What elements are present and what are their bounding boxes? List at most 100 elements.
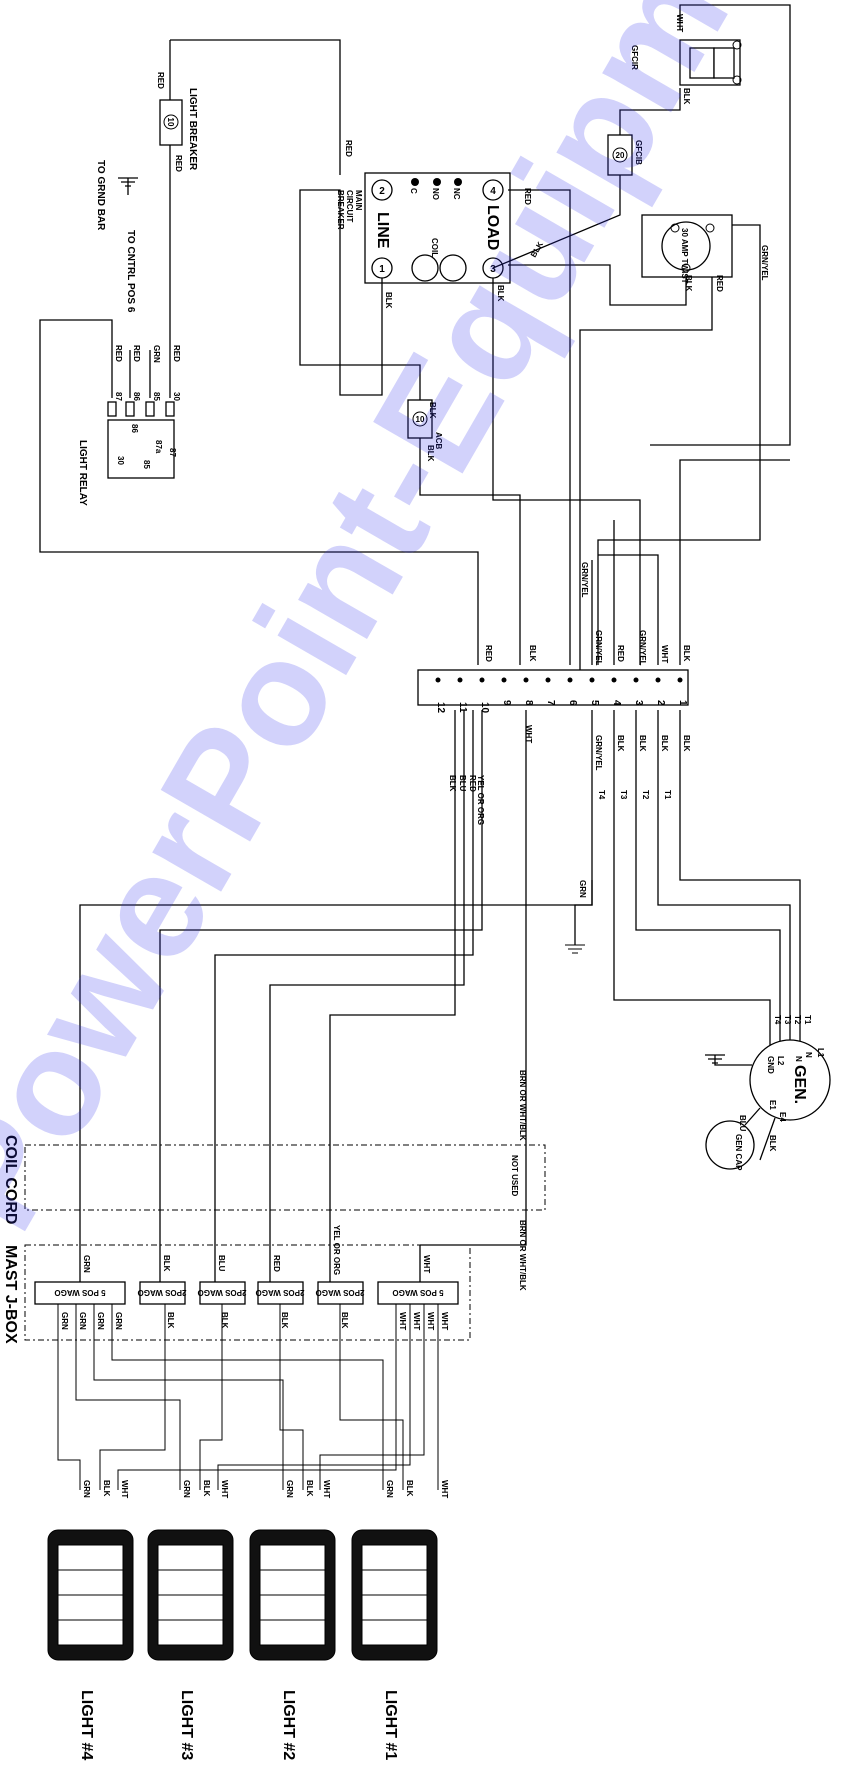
svg-text:GRN/YEL: GRN/YEL <box>580 562 589 598</box>
svg-text:WHT: WHT <box>440 1312 449 1330</box>
svg-text:WHT: WHT <box>220 1480 229 1498</box>
svg-text:BLU: BLU <box>738 1115 747 1132</box>
svg-text:WHT: WHT <box>422 1255 431 1273</box>
svg-text:6: 6 <box>567 700 578 706</box>
svg-text:GFCIR: GFCIR <box>630 45 639 70</box>
svg-text:BLK: BLK <box>682 645 691 662</box>
svg-text:T2: T2 <box>793 1015 802 1025</box>
svg-text:GRN/YEL: GRN/YEL <box>594 735 603 771</box>
svg-text:RED: RED <box>114 345 123 362</box>
svg-text:COIL: COIL <box>430 238 439 257</box>
svg-text:10: 10 <box>166 118 175 127</box>
svg-text:C: C <box>409 188 418 194</box>
svg-text:GRN/YEL: GRN/YEL <box>594 630 603 666</box>
svg-text:BLK: BLK <box>448 775 457 792</box>
svg-text:T1: T1 <box>663 790 672 800</box>
svg-text:WHT: WHT <box>398 1312 407 1330</box>
svg-text:BLK: BLK <box>340 1312 349 1329</box>
svg-text:BLK: BLK <box>616 735 625 752</box>
svg-text:BLU: BLU <box>217 1255 226 1272</box>
svg-text:LIGHT BREAKER: LIGHT BREAKER <box>187 88 198 171</box>
svg-text:BLK: BLK <box>426 445 435 462</box>
svg-text:GRN: GRN <box>152 345 161 363</box>
svg-text:87: 87 <box>114 392 123 401</box>
svg-text:BLK: BLK <box>682 735 691 752</box>
light-relay: 87 87a 86 85 30 LIGHT RELAY <box>77 419 177 506</box>
svg-text:TO GRND BAR: TO GRND BAR <box>95 160 106 231</box>
svg-text:BLK: BLK <box>384 292 393 309</box>
svg-text:BRN OR WHT/BLK: BRN OR WHT/BLK <box>518 1070 527 1141</box>
svg-text:BLK: BLK <box>660 735 669 752</box>
svg-text:BLK: BLK <box>638 735 647 752</box>
svg-text:RED: RED <box>523 188 532 205</box>
svg-text:GND: GND <box>766 1056 775 1074</box>
light-fixture-3: LIGHT #3 <box>147 1529 234 1760</box>
svg-text:T1: T1 <box>803 1015 812 1025</box>
svg-text:11: 11 <box>457 702 468 713</box>
svg-text:GRN/YEL: GRN/YEL <box>760 245 769 281</box>
svg-text:GRN: GRN <box>385 1480 394 1498</box>
svg-text:GFCIB: GFCIB <box>634 140 643 165</box>
svg-text:GEN CAP: GEN CAP <box>734 1134 743 1171</box>
svg-text:9: 9 <box>501 700 512 706</box>
svg-text:WHT: WHT <box>322 1480 331 1498</box>
coil-cord-section: BRN OR WHT/BLK BRN OR WHT/BLK NOT USED C… <box>2 1070 546 1291</box>
svg-text:NOT USED: NOT USED <box>510 1155 519 1197</box>
svg-text:12: 12 <box>435 702 446 714</box>
svg-text:WHT: WHT <box>524 725 533 743</box>
svg-text:LIGHT RELAY: LIGHT RELAY <box>77 440 88 506</box>
svg-text:GRN: GRN <box>82 1480 91 1498</box>
svg-text:10: 10 <box>479 702 490 714</box>
svg-text:BLK: BLK <box>496 285 505 302</box>
svg-text:BLK: BLK <box>528 645 537 662</box>
svg-text:N: N <box>804 1052 813 1058</box>
svg-text:RED: RED <box>132 345 141 362</box>
svg-text:L1: L1 <box>816 1048 825 1058</box>
svg-text:87: 87 <box>168 448 177 457</box>
svg-text:BLK: BLK <box>684 275 693 292</box>
grnd-bar-ref: TO GRND BAR TO CNTRL POS 6 <box>95 160 138 313</box>
svg-text:GRN: GRN <box>285 1480 294 1498</box>
svg-text:3: 3 <box>490 264 496 275</box>
svg-text:E1: E1 <box>768 1100 777 1110</box>
svg-text:MAST J-BOX: MAST J-BOX <box>2 1245 19 1344</box>
terminal-numbers: 1 2 3 4 5 6 7 8 9 10 11 12 <box>435 700 688 714</box>
svg-text:5 POS WAGO: 5 POS WAGO <box>392 1288 443 1297</box>
svg-text:WHT: WHT <box>440 1480 449 1498</box>
svg-text:T3: T3 <box>783 1015 792 1025</box>
svg-text:T3: T3 <box>619 790 628 800</box>
svg-text:E4: E4 <box>778 1112 787 1122</box>
svg-text:RED: RED <box>174 155 183 172</box>
svg-text:YEL OR ORG: YEL OR ORG <box>476 775 485 825</box>
svg-text:2POS WAGO: 2POS WAGO <box>256 1288 305 1297</box>
svg-text:30: 30 <box>172 392 181 401</box>
gfci-breaker: 20 GFCIB BLK <box>492 134 643 269</box>
load-wiring: RED BLK <box>492 188 641 665</box>
svg-text:LIGHT #3: LIGHT #3 <box>178 1690 195 1760</box>
svg-text:RED: RED <box>172 345 181 362</box>
svg-text:GRN: GRN <box>578 880 587 898</box>
svg-text:86: 86 <box>130 424 139 433</box>
svg-text:YEL OR ORG: YEL OR ORG <box>332 1225 341 1275</box>
svg-text:BLK: BLK <box>220 1312 229 1329</box>
light-breaker: 10 LIGHT BREAKER RED RED RED <box>156 39 353 350</box>
svg-text:ACB: ACB <box>434 432 443 450</box>
svg-text:LIGHT #2: LIGHT #2 <box>280 1690 297 1760</box>
svg-text:WHT: WHT <box>660 645 669 663</box>
svg-text:BLK: BLK <box>768 1135 777 1152</box>
generator-wiring: GRN T4 T3 T2 T1 <box>79 710 812 1246</box>
acb-breaker: 10 ACB BLK BLK BLK <box>299 189 521 665</box>
svg-text:T4: T4 <box>597 790 606 800</box>
svg-text:RED: RED <box>156 72 165 89</box>
svg-text:L2: L2 <box>776 1056 785 1066</box>
svg-text:BLK: BLK <box>428 402 437 419</box>
svg-text:NC: NC <box>452 188 461 200</box>
twist-lock-receptacle: 30 AMP TWIST BLK RED GRN/YEL <box>508 214 769 670</box>
svg-text:20: 20 <box>616 151 625 160</box>
svg-text:LINE: LINE <box>374 212 391 249</box>
svg-text:RED: RED <box>484 645 493 662</box>
svg-text:BLK: BLK <box>305 1480 314 1497</box>
mast-jbox: MAST J-BOX 5 POS WAGO 2POS WAGO 2POS WAG… <box>2 1225 471 1344</box>
gfci-receptacle: GFCIR WHT BLK <box>619 4 791 446</box>
